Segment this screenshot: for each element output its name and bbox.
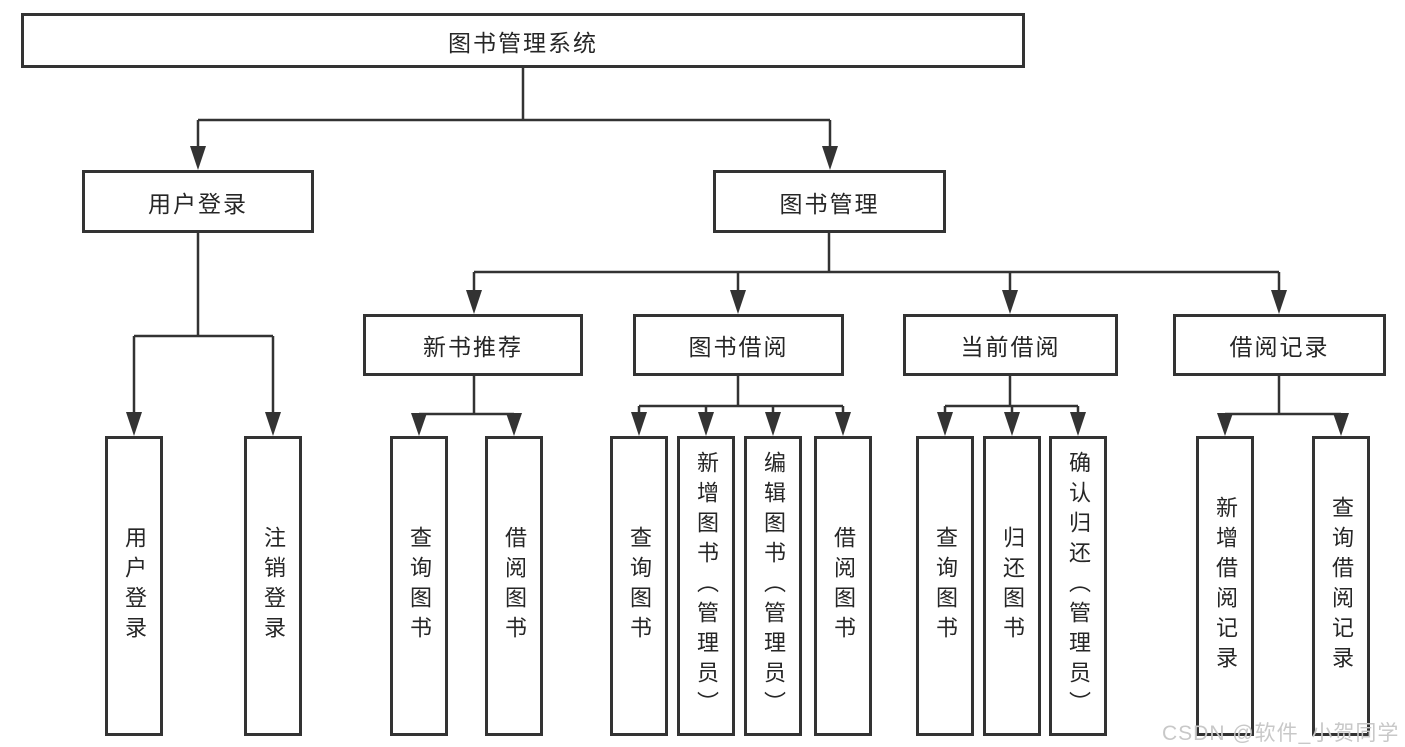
arrowheads-book-borrow-leaves — [631, 412, 851, 436]
leaf-query-borrow-record: 查询借阅记录 — [1312, 436, 1370, 736]
leaf-confirm-return-admin: 确认归还（管理员） — [1049, 436, 1107, 736]
csdn-watermark: CSDN @软件_小贺同学 — [1162, 722, 1400, 745]
leaf-edit-book-admin: 编辑图书（管理员） — [744, 436, 802, 736]
leaf-user-login-label: 用户登录 — [122, 526, 147, 646]
leaf-edit-book-admin-label: 编辑图书（管理员） — [761, 451, 786, 721]
connector-new-book-to-leaves — [419, 376, 514, 416]
leaf-query-books-recommend-label: 查询图书 — [407, 526, 432, 646]
arrowheads-user-login-leaves — [126, 412, 281, 436]
node-borrow-records-label: 借阅记录 — [1229, 334, 1330, 360]
leaf-add-book-admin: 新增图书（管理员） — [677, 436, 735, 736]
leaf-borrow-book-label: 借阅图书 — [831, 526, 856, 646]
leaf-borrow-books-recommend-label: 借阅图书 — [502, 526, 527, 646]
leaf-query-books-current: 查询图书 — [916, 436, 974, 736]
leaf-borrow-book: 借阅图书 — [814, 436, 872, 736]
leaf-confirm-return-admin-label: 确认归还（管理员） — [1066, 451, 1091, 721]
leaf-query-books-borrow-label: 查询图书 — [627, 526, 652, 646]
connector-book-borrow-to-leaves — [637, 376, 845, 413]
leaf-query-books-recommend: 查询图书 — [390, 436, 448, 736]
arrowheads-current-borrow-leaves — [937, 412, 1086, 436]
arrowheads-new-book-leaves — [411, 413, 522, 436]
leaf-logout-label: 注销登录 — [261, 526, 286, 646]
leaf-add-borrow-record: 新增借阅记录 — [1196, 436, 1254, 736]
leaf-borrow-books-recommend: 借阅图书 — [485, 436, 543, 736]
node-root-label: 图书管理系统 — [448, 29, 598, 56]
node-user-login-label: 用户登录 — [148, 190, 248, 217]
connector-current-borrow-to-leaves — [943, 376, 1080, 413]
connector-user-login-to-leaves — [132, 233, 275, 414]
leaf-add-book-admin-label: 新增图书（管理员） — [694, 451, 719, 721]
arrowheads-level2 — [190, 146, 838, 170]
node-new-book-recommend: 新书推荐 — [363, 314, 583, 376]
leaf-return-book: 归还图书 — [983, 436, 1041, 736]
leaf-logout: 注销登录 — [244, 436, 302, 736]
node-book-borrow-label: 图书借阅 — [688, 334, 789, 360]
node-current-borrow: 当前借阅 — [903, 314, 1118, 376]
leaf-add-borrow-record-label: 新增借阅记录 — [1213, 496, 1238, 676]
connector-book-mgmt-to-level3 — [472, 233, 1281, 292]
leaf-query-books-borrow: 查询图书 — [610, 436, 668, 736]
connector-root-to-level2 — [196, 68, 832, 148]
node-current-borrow-label: 当前借阅 — [960, 334, 1061, 360]
leaf-user-login: 用户登录 — [105, 436, 163, 736]
leaf-query-borrow-record-label: 查询借阅记录 — [1329, 496, 1354, 676]
node-user-login-branch: 用户登录 — [82, 170, 314, 233]
arrowheads-borrow-records-leaves — [1217, 413, 1349, 436]
arrowheads-level3 — [466, 290, 1287, 314]
node-root-library-system: 图书管理系统 — [21, 13, 1025, 68]
leaf-return-book-label: 归还图书 — [1000, 526, 1025, 646]
node-book-management-label: 图书管理 — [779, 190, 880, 217]
node-book-management-branch: 图书管理 — [713, 170, 946, 233]
node-borrow-records: 借阅记录 — [1173, 314, 1386, 376]
connector-borrow-records-to-leaves — [1225, 376, 1341, 416]
leaf-query-books-current-label: 查询图书 — [933, 526, 958, 646]
node-book-borrow: 图书借阅 — [633, 314, 844, 376]
node-new-book-recommend-label: 新书推荐 — [423, 334, 523, 360]
